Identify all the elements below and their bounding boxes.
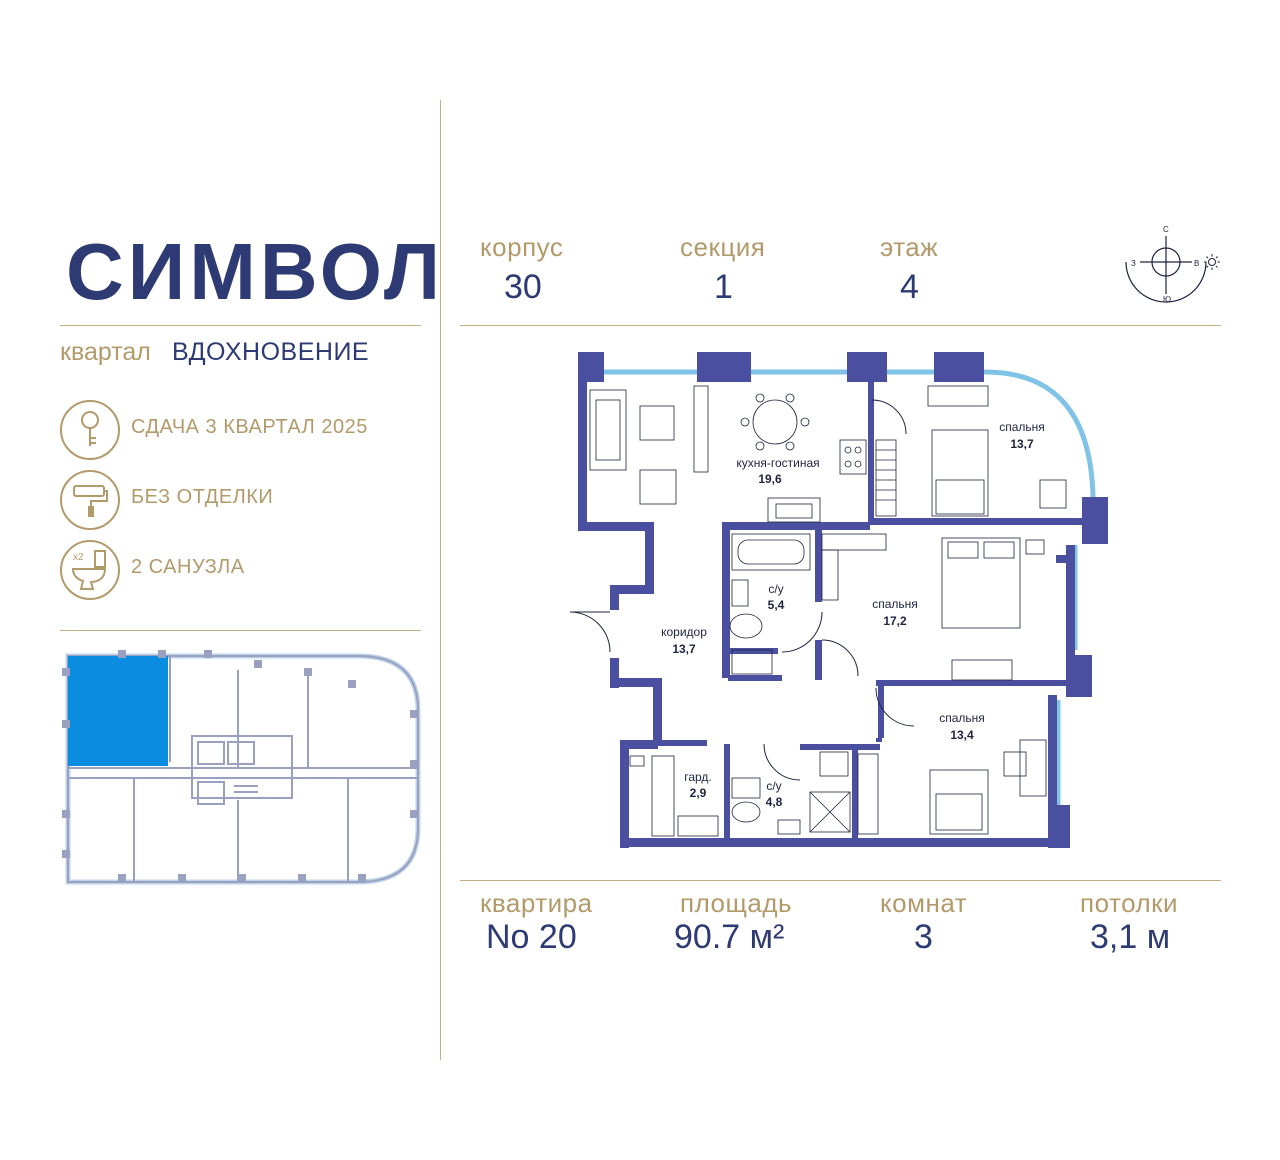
compass-icon: С Ю З В (1125, 225, 1220, 304)
floor-value: 4 (900, 268, 919, 306)
divider-top-right (460, 325, 1221, 326)
toilet-count-badge: x2 (73, 552, 84, 563)
section-label: секция (680, 232, 766, 262)
feature-delivery-text: СДАЧА 3 КВАРТАЛ 2025 (131, 416, 368, 438)
room-name-bedroom-3: спальня (939, 711, 985, 725)
ceiling-label: потолки (1080, 888, 1179, 918)
apartment-number-value: No 20 (486, 918, 577, 956)
divider-bottom-right (460, 880, 1221, 881)
area-value: 90.7 м² (674, 918, 785, 956)
key-icon (60, 400, 120, 460)
room-name-wardrobe: гард. (684, 770, 712, 784)
district-label: квартал (60, 338, 151, 366)
divider-top-left (60, 325, 421, 326)
feature-bathrooms-text: 2 САНУЗЛА (131, 556, 245, 578)
korpus-label: корпус (480, 232, 564, 262)
paint-roller-icon (60, 470, 120, 530)
room-area-kitchen: 19,6 (758, 472, 782, 486)
apartment-floor-plan: кухня-гостиная 19,6 спальня 13,7 с/у 5,4… (569, 352, 1108, 848)
floor-label: этаж (880, 232, 939, 262)
floor-key-plan (62, 650, 421, 885)
rooms-value: 3 (914, 918, 933, 956)
room-name-corridor: коридор (661, 625, 707, 639)
room-name-kitchen: кухня-гостиная (736, 456, 819, 470)
room-name-bath-1: с/у (768, 582, 783, 596)
room-name-bedroom-2: спальня (872, 597, 918, 611)
feature-finish-text: БЕЗ ОТДЕЛКИ (131, 486, 274, 508)
toilet-x2-icon: x2 (60, 540, 120, 600)
room-area-bath-1: 5,4 (768, 598, 785, 612)
brand-logo: СИМВОЛ (66, 227, 445, 316)
room-area-bedroom-3: 13,4 (950, 728, 974, 742)
compass-north: С (1163, 225, 1169, 234)
room-name-bath-2: с/у (766, 779, 781, 793)
ceiling-value: 3,1 м (1090, 918, 1171, 956)
sun-icon (1204, 254, 1220, 270)
rooms-label: комнат (880, 888, 968, 918)
section-value: 1 (714, 268, 733, 306)
room-area-wardrobe: 2,9 (690, 786, 707, 800)
vertical-divider (440, 100, 441, 1060)
area-label: площадь (680, 888, 793, 918)
district-name: ВДОХНОВЕНИЕ (172, 338, 370, 366)
compass-east: В (1194, 259, 1199, 268)
room-area-bedroom-1: 13,7 (1010, 437, 1034, 451)
room-area-bath-2: 4,8 (766, 795, 783, 809)
room-name-bedroom-1: спальня (999, 420, 1045, 434)
compass-west: З (1131, 259, 1136, 268)
korpus-value: 30 (504, 268, 542, 306)
room-area-corridor: 13,7 (672, 642, 696, 656)
divider-mid-left (60, 630, 421, 631)
apartment-number-label: квартира (480, 888, 593, 918)
room-area-bedroom-2: 17,2 (883, 614, 907, 628)
apartment-highlight (68, 656, 168, 766)
compass-south: Ю (1163, 295, 1171, 304)
